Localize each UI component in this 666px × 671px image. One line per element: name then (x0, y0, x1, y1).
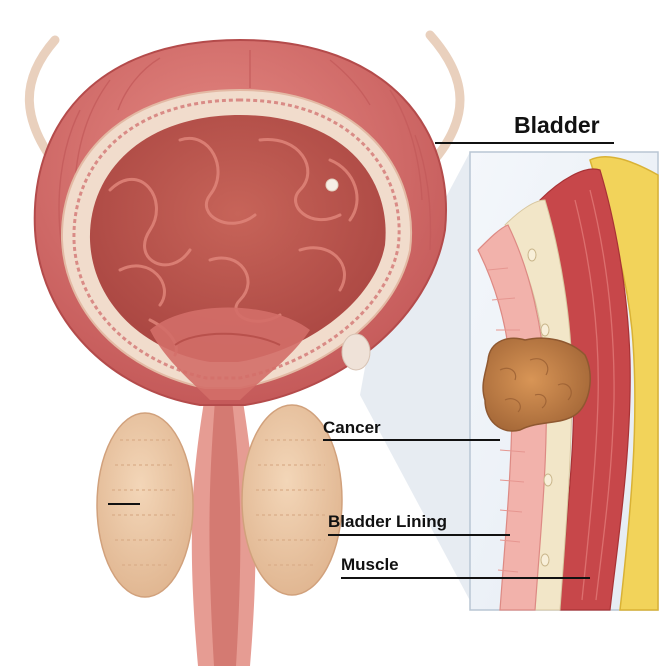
cancer-label: Cancer (323, 418, 381, 437)
bladder-lining-label: Bladder Lining (328, 512, 447, 531)
lesion-spot (325, 178, 339, 192)
leader-lines (108, 142, 614, 579)
wall-tumor (341, 333, 371, 371)
magnifier-beam (360, 152, 475, 610)
prostate-gland (96, 404, 343, 598)
tumor-mass (482, 337, 591, 432)
bladder-label: Bladder (514, 112, 600, 138)
tumor-texture (499, 358, 572, 413)
bladder-neck (150, 307, 310, 400)
muscle-label: Muscle (341, 555, 399, 574)
urethra (191, 395, 256, 666)
